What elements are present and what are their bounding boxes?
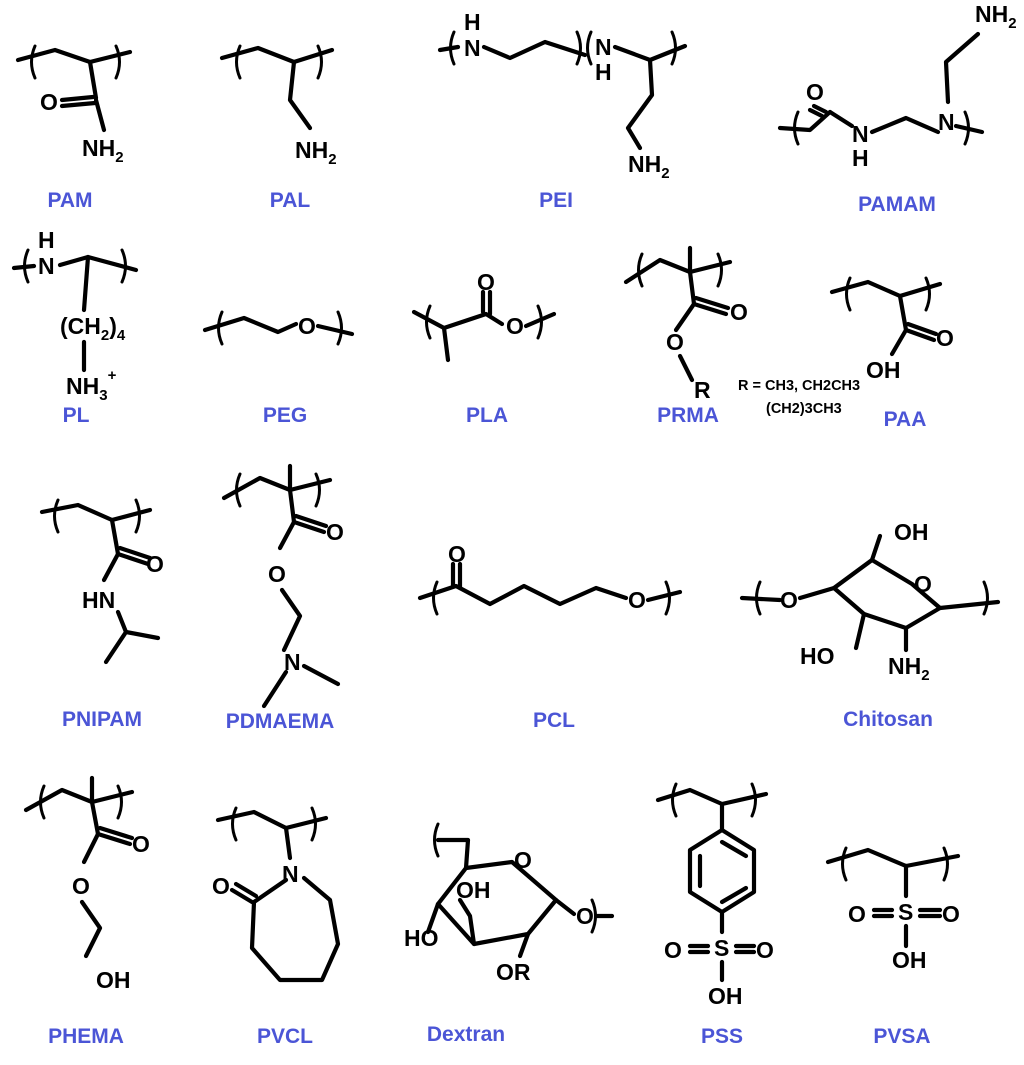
dextran-ring-oxygen: O	[514, 847, 532, 873]
label-pvcl: PVCL	[257, 1025, 313, 1048]
structure-prma: O O R R = CH3, CH2CH3 (CH2)3CH3 PRMA	[623, 245, 860, 427]
chitosan-hydroxymethyl-oh: OH	[894, 519, 929, 545]
pla-carbonyl-oxygen: O	[477, 269, 495, 295]
pvsa-oxygen-right: O	[942, 901, 960, 927]
phema-hydroxyl: OH	[96, 967, 131, 993]
pcl-ester-oxygen: O	[628, 587, 646, 613]
structure-pvcl: N O PVCL	[212, 806, 341, 1048]
pdmaema-ester-oxygen: O	[268, 561, 286, 587]
pamam-nh-n: N	[852, 121, 869, 147]
label-pcl: PCL	[533, 709, 575, 732]
pla-ester-oxygen: O	[506, 313, 524, 339]
label-phema: PHEMA	[48, 1025, 124, 1048]
label-chitosan: Chitosan	[843, 708, 933, 731]
paa-carbonyl-oxygen: O	[936, 325, 954, 351]
pei-n2: N	[595, 34, 612, 60]
pss-oxygen-left: O	[664, 937, 682, 963]
structure-pdmaema: O O N PDMAEMA	[221, 463, 344, 733]
structure-pnipam: O HN PNIPAM	[39, 498, 164, 731]
structure-pss: S O O OH PSS	[655, 782, 774, 1048]
pnipam-amide-nh: HN	[82, 587, 115, 613]
label-prma: PRMA	[657, 404, 719, 427]
structure-peg: O PEG	[202, 310, 355, 427]
peg-oxygen: O	[298, 313, 316, 339]
pl-ch2-chain: (CH2)4	[60, 313, 126, 344]
pnipam-oxygen: O	[146, 551, 164, 577]
structure-pam: O NH2 PAM	[15, 44, 133, 212]
phema-carbonyl-oxygen: O	[132, 831, 150, 857]
pvsa-sulfur: S	[898, 899, 913, 925]
pal-amine: NH2	[295, 137, 337, 168]
label-peg: PEG	[263, 404, 307, 427]
phema-ester-oxygen: O	[72, 873, 90, 899]
dextran-hydroxyl-top: OH	[456, 877, 491, 903]
pvsa-hydroxyl: OH	[892, 947, 927, 973]
pl-ammonium: NH3+	[66, 367, 117, 404]
structure-dextran: O OH HO OR O Dextran	[404, 822, 615, 1046]
label-pvsa: PVSA	[873, 1025, 930, 1048]
chitosan-glycosidic-oxygen: O	[780, 587, 798, 613]
prma-ester-oxygen: O	[666, 329, 684, 355]
label-pss: PSS	[701, 1025, 743, 1048]
dextran-hydroxyl-left: HO	[404, 925, 439, 951]
label-pei: PEI	[539, 189, 573, 212]
label-pnipam: PNIPAM	[62, 708, 142, 731]
structure-pla: O O PLA	[411, 269, 557, 427]
label-pla: PLA	[466, 404, 508, 427]
pamam-n-branch: N	[938, 109, 955, 135]
label-pamam: PAMAM	[858, 193, 936, 216]
pamam-terminal-amine: NH2	[975, 1, 1017, 32]
label-pal: PAL	[270, 189, 311, 212]
label-pam: PAM	[47, 189, 92, 212]
chitosan-ring-oxygen: O	[914, 571, 932, 597]
structure-pamam: NH2 O N H N PAMAM	[777, 1, 1017, 216]
pvsa-oxygen-left: O	[848, 901, 866, 927]
pamam-nh-h: H	[852, 145, 869, 171]
pl-n: N	[38, 253, 55, 279]
pss-hydroxyl: OH	[708, 983, 743, 1009]
pam-amine: NH2	[82, 135, 124, 166]
paa-hydroxyl: OH	[866, 357, 901, 383]
pss-sulfur: S	[714, 935, 729, 961]
pei-amine: NH2	[628, 151, 670, 182]
structure-pl: H N (CH2)4 NH3+ PL	[11, 227, 139, 427]
prma-r-definition-line1: R = CH3, CH2CH3	[738, 378, 860, 394]
label-pdmaema: PDMAEMA	[226, 710, 335, 733]
pam-oxygen: O	[40, 89, 58, 115]
pei-h2: H	[595, 59, 612, 85]
prma-carbonyl-oxygen: O	[730, 299, 748, 325]
structure-pei: H N N H NH2 PEI	[437, 9, 688, 212]
label-dextran: Dextran	[427, 1023, 505, 1046]
dextran-glycosidic-oxygen: O	[576, 903, 594, 929]
structure-phema: O O OH PHEMA	[23, 775, 150, 1048]
structure-paa: O OH PAA	[829, 276, 954, 431]
pamam-oxygen: O	[806, 79, 824, 105]
structure-pal: NH2 PAL	[219, 44, 337, 212]
pdmaema-nitrogen: N	[284, 649, 301, 675]
structure-pcl: O O PCL	[417, 541, 683, 732]
structure-chitosan: OH O HO NH2 O Chitosan	[739, 519, 1001, 731]
chitosan-ring-hydroxyl: HO	[800, 643, 835, 669]
pvcl-carbonyl-oxygen: O	[212, 873, 230, 899]
pss-oxygen-right: O	[756, 937, 774, 963]
pl-h: H	[38, 227, 55, 253]
pcl-carbonyl-oxygen: O	[448, 541, 466, 567]
pdmaema-carbonyl-oxygen: O	[326, 519, 344, 545]
pei-h1: H	[464, 9, 481, 35]
label-paa: PAA	[884, 408, 927, 431]
label-pl: PL	[63, 404, 90, 427]
prma-r-group: R	[694, 377, 711, 403]
chitosan-amine: NH2	[888, 653, 930, 684]
pei-n1: N	[464, 35, 481, 61]
prma-r-definition-line2: (CH2)3CH3	[766, 401, 842, 417]
structure-pvsa: S O O OH PVSA	[825, 846, 961, 1048]
dextran-or-group: OR	[496, 959, 531, 985]
